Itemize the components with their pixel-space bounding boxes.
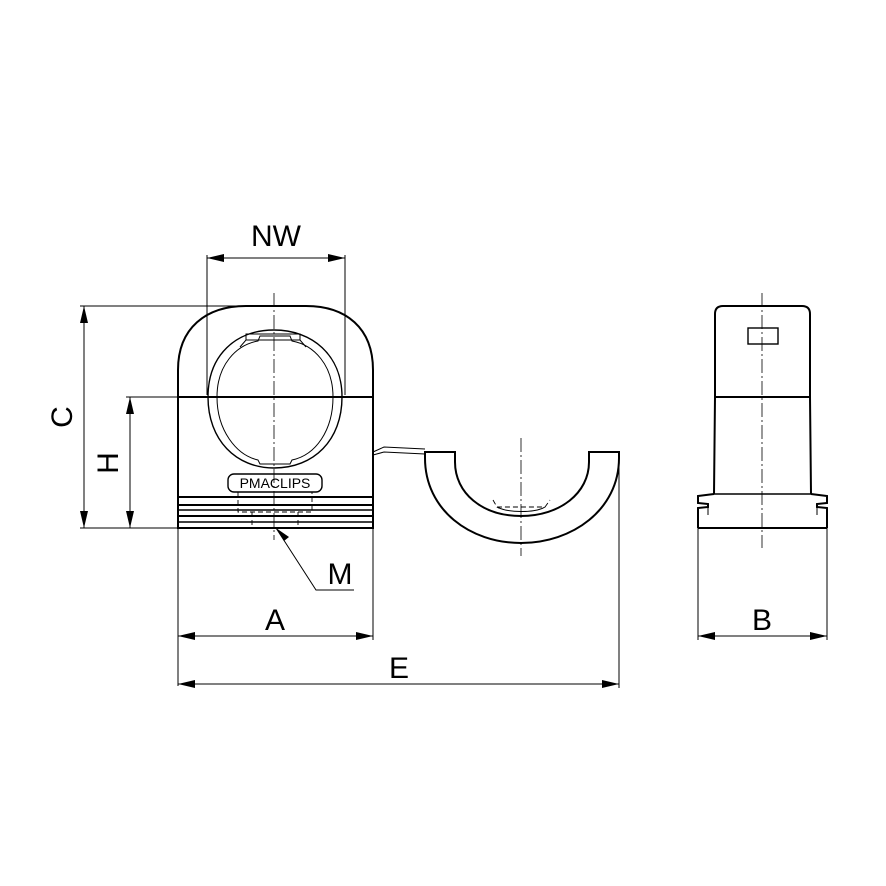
nut-pocket-hidden [237,492,313,528]
clip-top-latch [239,333,307,348]
dimension-a: A [177,528,374,686]
side-latch-window [747,327,779,345]
side-view [697,293,828,548]
side-body [713,396,812,495]
dimension-m: M [275,527,354,591]
clip-inner-bore [207,329,343,469]
front-view: PMACLIPS [177,293,374,540]
clip-outer-arch [177,305,374,397]
side-upper-cap [714,305,811,397]
marking-label-box [227,473,323,493]
hinge-strap [372,446,426,456]
dimension-e: E [178,452,620,688]
dimension-c: C [46,305,258,529]
dimension-nw: NW [206,220,346,395]
open-lid-view [372,438,620,556]
dimension-h: H [92,396,178,528]
product-marking: PMACLIPS [240,475,311,491]
dimension-e-label: E [389,652,409,685]
clip-body-sides [177,397,374,497]
clip-bore-ribs [216,335,334,465]
dimension-h-label: H [92,452,125,474]
dimension-c-label: C [46,406,79,428]
side-base-left-notch [697,493,715,528]
lid-latch-hidden [492,499,551,508]
dimension-m-label: M [328,558,353,591]
side-base-right-notch [810,493,828,528]
lid-outer-contour [424,451,620,545]
dimension-b: B [697,528,828,640]
dimension-nw-label: NW [251,220,302,253]
clip-base-top [177,496,374,506]
dimension-a-label: A [265,604,285,637]
dimension-b-label: B [752,604,772,637]
